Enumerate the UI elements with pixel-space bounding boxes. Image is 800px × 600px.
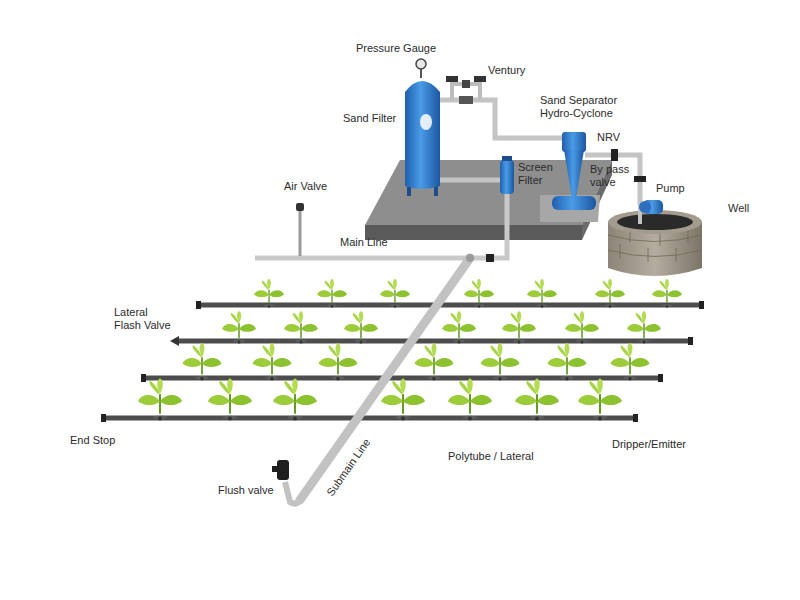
component-label: By pass valve [590,163,632,189]
component-label: Well [728,202,749,215]
component-label: Pump [656,182,685,195]
component-label: Sand Filter [343,112,396,125]
component-label: NRV [597,131,620,144]
component-label: Screen Filter [518,161,558,187]
component-label: End Stop [70,434,115,447]
component-label: Main Line [340,236,388,249]
component-label: Pressure Gauge [356,42,436,55]
component-label: Lateral Flash Valve [114,306,176,332]
component-label: Submain Line [324,436,373,499]
component-label: Flush valve [218,484,274,497]
component-label: Polytube / Lateral [448,450,534,463]
component-label: Dripper/Emitter [612,438,686,451]
component-label: Ventury [488,64,525,77]
component-label: Sand Separator Hydro-Cyclone [540,94,624,120]
component-label: Air Valve [284,180,327,193]
